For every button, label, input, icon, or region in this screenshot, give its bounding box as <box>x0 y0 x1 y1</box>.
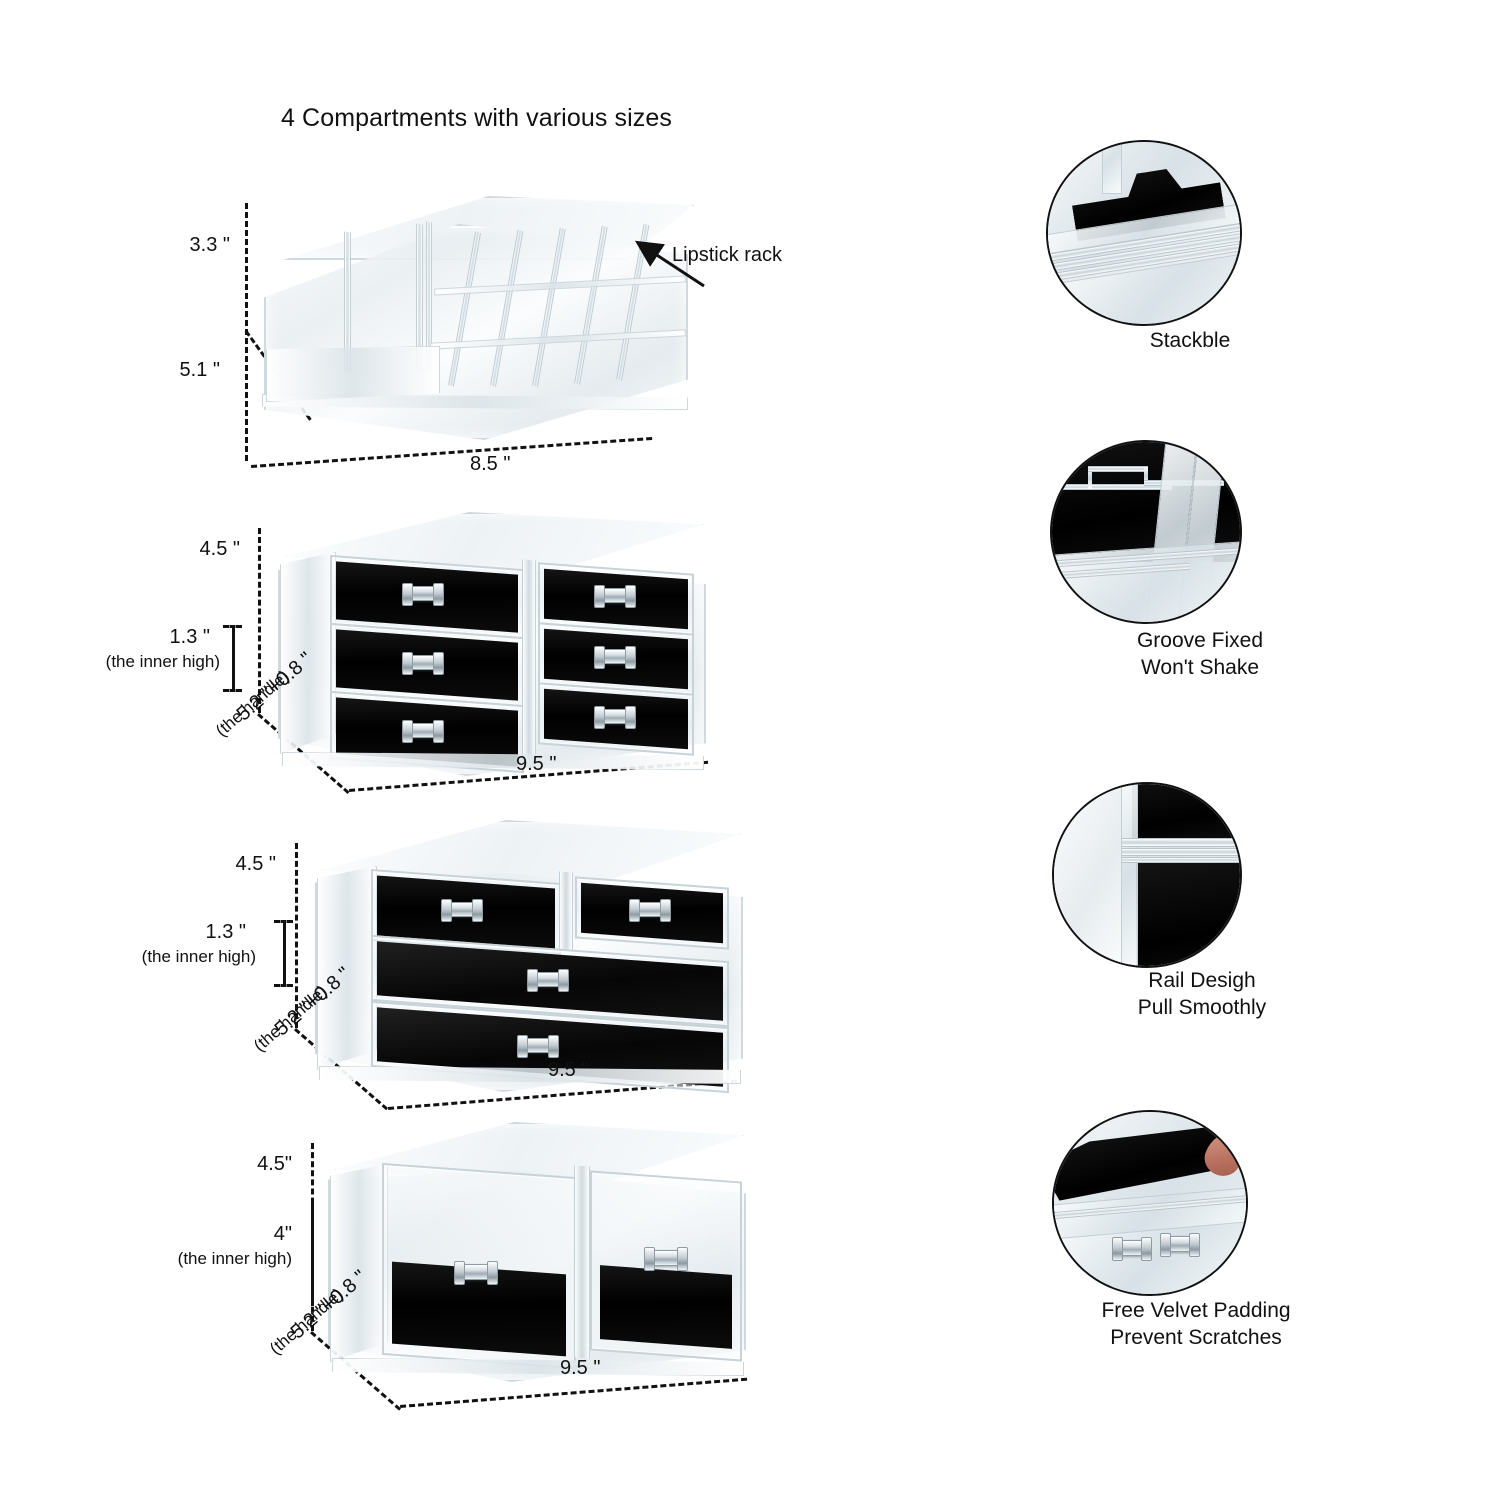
drawer-left-2-knob[interactable] <box>402 652 444 675</box>
tray-front-face <box>266 346 440 402</box>
drawer-right-3-knob[interactable] <box>594 706 636 729</box>
dimension-tick-inner-top-3 <box>274 920 293 923</box>
box4-center-pillar <box>574 1165 590 1359</box>
dimension-note-inner-height-2: (the inner high) <box>105 652 220 671</box>
dimension-tick-inner-4 <box>311 1198 314 1306</box>
dimension-note-inner-height-3: (the inner high) <box>141 947 256 966</box>
groove-edge-closeup-icon <box>1052 442 1240 622</box>
box3-left-side <box>317 866 377 1070</box>
drawer-deep-right[interactable] <box>590 1170 742 1362</box>
two-drawer-illustration <box>320 1122 750 1387</box>
dimension-guide-height-3 <box>295 843 298 1028</box>
dimension-label-inner-height-2: 1.3 " <box>169 626 210 648</box>
lipstick-rack-label: Lipstick rack <box>672 244 783 266</box>
dimension-note-inner-height-4: (the inner high) <box>177 1249 292 1268</box>
box4-left-side <box>330 1164 388 1362</box>
drawer-full-3-knob[interactable] <box>517 1035 559 1058</box>
drawer-top-left-knob[interactable] <box>441 899 483 922</box>
dimension-label-height-3: 4.5 " <box>235 853 276 875</box>
lipstick-rack-leader-arrow <box>630 238 710 290</box>
box2-left-side <box>280 552 336 754</box>
dimension-tick-inner-3 <box>283 920 286 986</box>
feature-rail-design-photo <box>1052 782 1242 968</box>
drawer-full-2-knob[interactable] <box>527 969 569 992</box>
dimension-label-width-2: 9.5 " <box>516 753 557 775</box>
six-drawer-illustration <box>268 512 708 782</box>
dimension-guide-height-1 <box>245 203 248 461</box>
stacked-trays-closeup-icon <box>1048 142 1240 324</box>
feature-velvet-padding: Free Velvet Padding Prevent Scratches <box>1046 1110 1346 1360</box>
dimension-label-width-4: 9.5 " <box>560 1357 601 1379</box>
dimension-tick-inner-2 <box>232 625 235 691</box>
dimension-label-width-1: 8.5 " <box>470 453 511 475</box>
box4-base <box>332 1358 744 1376</box>
product-four-drawer-box: 4.5 " 1.3 " (the inner high) 5.2 "+0.8 "… <box>141 820 745 1111</box>
rail-corner-closeup-icon <box>1054 784 1240 966</box>
dimension-label-inner-height-3: 1.3 " <box>205 921 246 943</box>
feature-velvet-padding-caption: Free Velvet Padding Prevent Scratches <box>1101 1299 1291 1349</box>
drawer-deep-left-knob[interactable] <box>454 1261 498 1285</box>
dimension-tick-inner-bottom-3 <box>274 984 293 987</box>
drawer-deep-right-velvet <box>600 1265 732 1349</box>
drawer-left-1-knob[interactable] <box>402 583 444 606</box>
drawer-left-3-knob[interactable] <box>402 720 444 743</box>
feature-rail-design-caption: Rail Desigh Pull Smoothly <box>1137 969 1267 1019</box>
dimension-label-width-3: 9.5 " <box>548 1059 589 1081</box>
dimension-tick-inner-bottom-2 <box>223 689 242 692</box>
dimension-guide-height-2 <box>258 528 261 713</box>
feature-stackable: Stackble <box>1040 140 1340 370</box>
velvet-liner-lifted-closeup-icon <box>1054 1112 1246 1294</box>
feature-stackable-caption: Stackble <box>1149 329 1231 352</box>
drawer-deep-right-knob[interactable] <box>644 1247 688 1271</box>
drawer-right-2-knob[interactable] <box>594 646 636 669</box>
feature-rail-design: Rail Desigh Pull Smoothly <box>1052 782 1352 1022</box>
dimension-label-height-1: 3.3 " <box>189 234 230 256</box>
feature-stackable-photo <box>1046 140 1242 326</box>
dimension-label-depth-1: 5.1 " <box>179 359 220 381</box>
dimension-label-inner-height-4: 4" <box>273 1223 292 1245</box>
feature-groove-fixed-photo <box>1050 440 1242 624</box>
page-title: 4 Compartments with various sizes <box>281 104 672 132</box>
drawer-right-1-knob[interactable] <box>594 585 636 608</box>
dimension-label-height-4: 4.5" <box>257 1153 292 1175</box>
tray-illustration <box>258 196 698 456</box>
feature-velvet-padding-photo <box>1052 1110 1248 1296</box>
product-six-drawer-box: 4.5 " 1.3 " (the inner high) 5.2 "+0.8 "… <box>105 512 709 794</box>
feature-groove-fixed: Groove Fixed Won't Shake <box>1050 440 1350 680</box>
dimension-label-height-2: 4.5 " <box>199 538 240 560</box>
product-two-drawer-box: 4.5" 4" (the inner high) 5.2 "+0.8 " (th… <box>177 1122 750 1411</box>
dimension-tick-inner-top-2 <box>223 625 242 628</box>
feature-groove-fixed-caption: Groove Fixed Won't Shake <box>1136 629 1264 679</box>
drawer-top-right-knob[interactable] <box>629 899 671 922</box>
four-drawer-illustration <box>305 820 745 1095</box>
product-lipstick-tray: 3.3 " 5.1 " 8.5 " Lipstick rack <box>0 0 900 500</box>
